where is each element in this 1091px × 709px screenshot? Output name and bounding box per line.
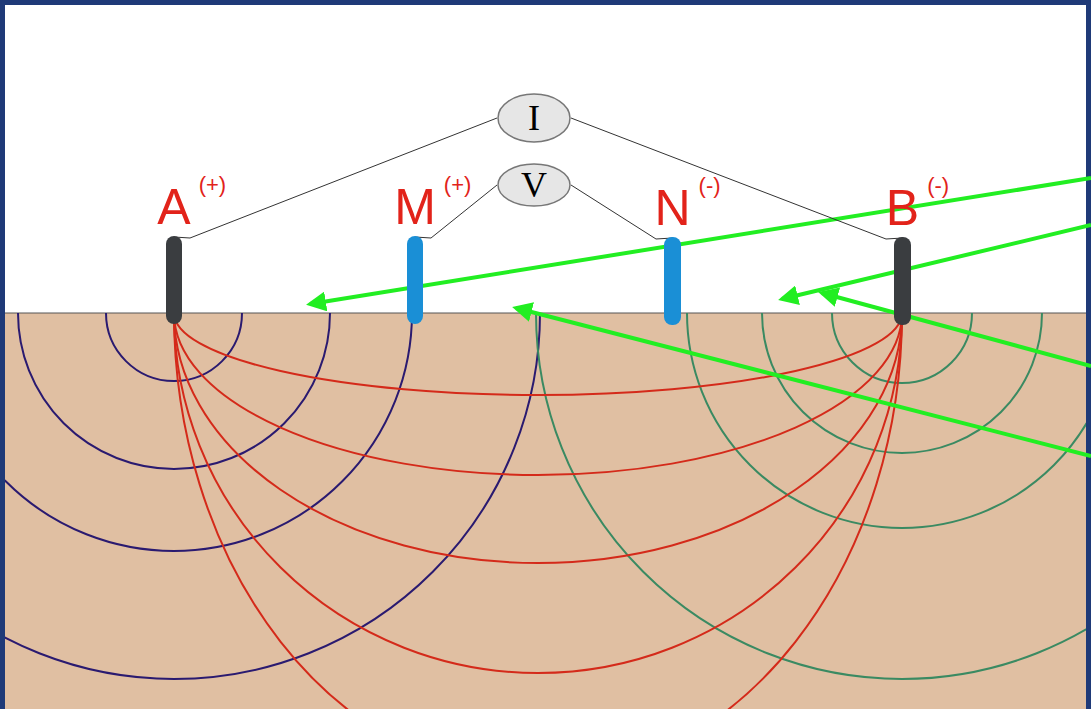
electrode-label: M(+) [394,182,471,232]
electrode-label: N(-) [654,183,720,233]
electrode-label: A(+) [157,182,226,232]
current-lines [174,313,902,709]
polarity-sign: (+) [199,174,227,196]
meter-symbol: I [528,100,540,136]
potential-electrode: N(-) [664,237,681,325]
meter-symbol: V [521,167,547,203]
current-electrode: A(+) [166,236,182,324]
current-meter: I [497,93,571,143]
polarity-sign: (-) [699,175,721,197]
electrode-letter: A [157,182,190,232]
electrode-label: B(-) [886,183,949,233]
pointer-arrows [310,178,1091,456]
voltage-meter: V [497,163,571,207]
electrode-letter: N [654,183,690,233]
current-electrode: B(-) [894,237,911,325]
potential-electrode: M(+) [407,236,423,324]
wire [571,118,903,239]
ground [5,313,1086,709]
wire [174,118,497,238]
equipotential-a [5,313,540,679]
electrode-letter: M [394,182,436,232]
polarity-sign: (-) [927,175,949,197]
polarity-sign: (+) [444,174,472,196]
electrode-letter: B [886,183,919,233]
sky [5,5,1086,709]
